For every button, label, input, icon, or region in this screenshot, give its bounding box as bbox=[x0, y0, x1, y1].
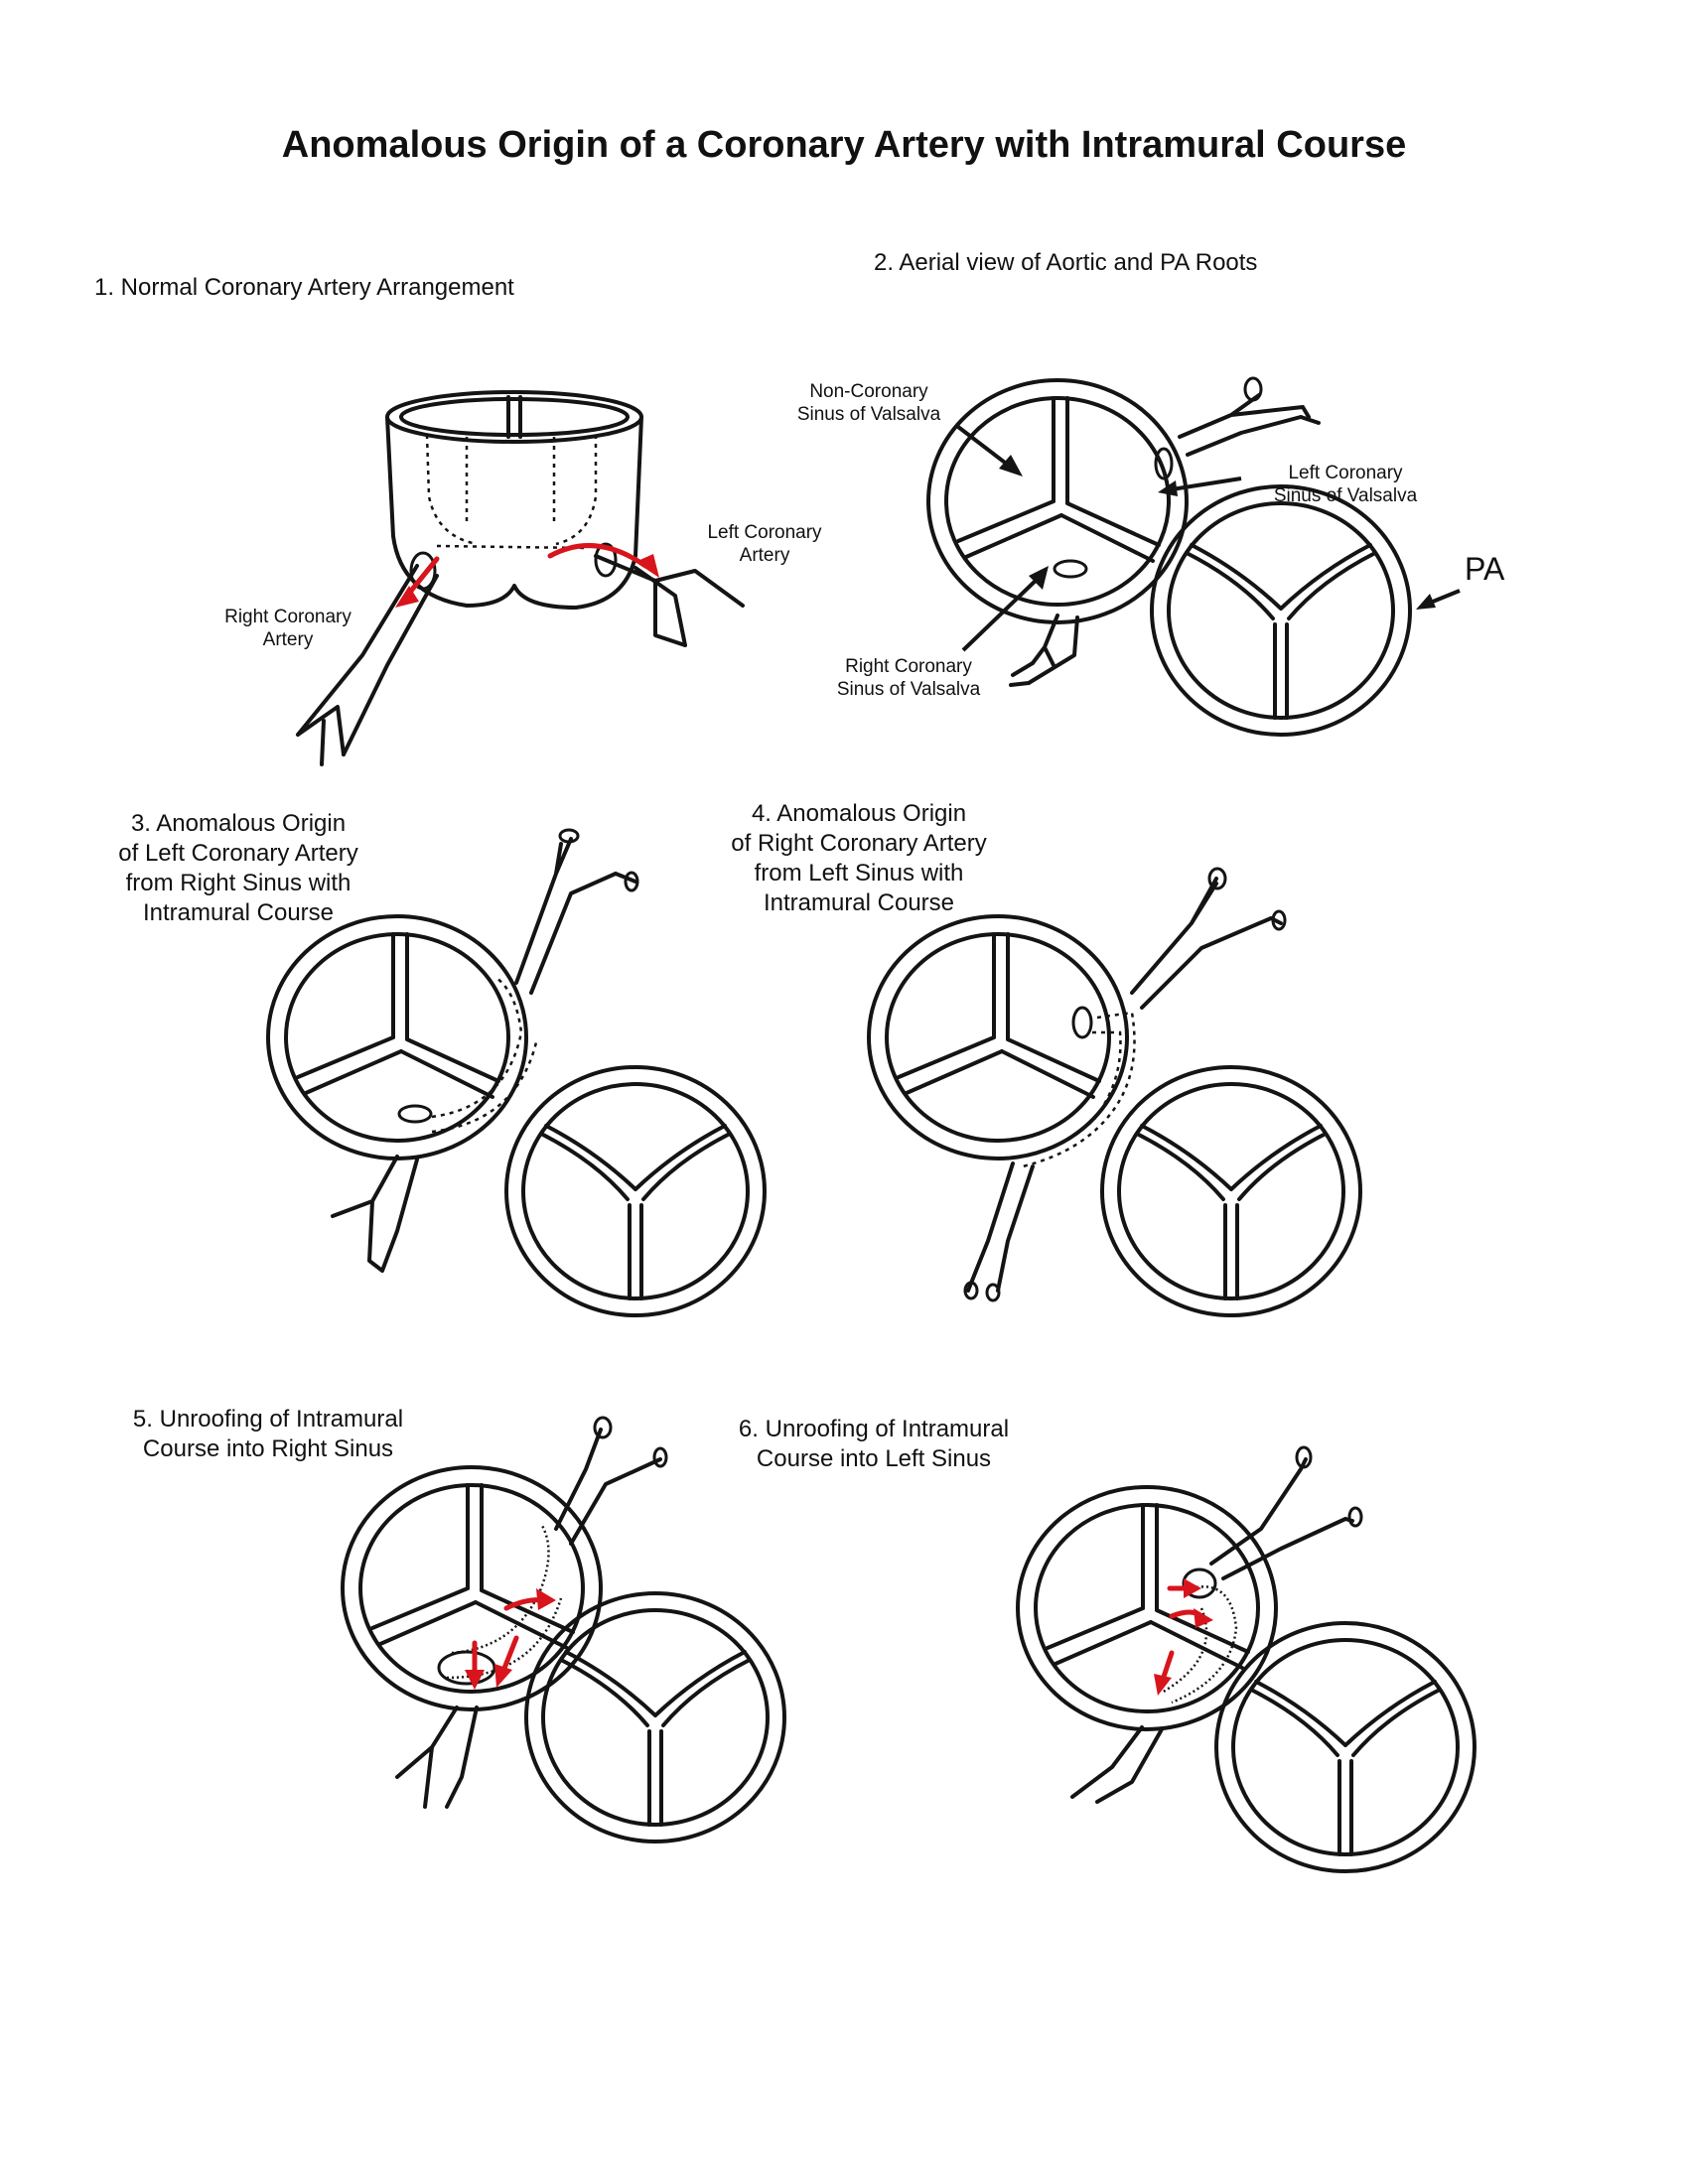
panel-3-caption: 3. Anomalous Origin of Left Coronary Art… bbox=[118, 810, 358, 926]
panel-6-unroofing-left bbox=[1016, 1445, 1477, 1873]
panel-4-caption: 4. Anomalous Origin of Right Coronary Ar… bbox=[731, 800, 987, 916]
pa-label: PA bbox=[1465, 551, 1505, 587]
right-coronary-artery-label: Right Coronary Artery bbox=[224, 607, 352, 650]
left-coronary-artery-label: Left Coronary Artery bbox=[707, 522, 822, 566]
left-coronary-sinus-label: Left Coronary Sinus of Valsalva bbox=[1273, 463, 1418, 506]
non-coronary-sinus-label: Non-Coronary Sinus of Valsalva bbox=[796, 381, 941, 425]
panel-2-caption: 2. Aerial view of Aortic and PA Roots bbox=[874, 249, 1258, 276]
panel-3-anomalous-left bbox=[266, 828, 767, 1317]
panel-1-caption: 1. Normal Coronary Artery Arrangement bbox=[94, 274, 514, 301]
panel-5-unroofing-right bbox=[341, 1416, 786, 1843]
right-coronary-sinus-label: Right Coronary Sinus of Valsalva bbox=[836, 656, 981, 700]
page-title: Anomalous Origin of a Coronary Artery wi… bbox=[281, 124, 1407, 166]
panel-4-anomalous-right bbox=[867, 867, 1362, 1317]
panel-1-aortic-root bbox=[296, 390, 745, 766]
panel-5-caption: 5. Unroofing of Intramural Course into R… bbox=[132, 1406, 404, 1462]
panel-2-aerial-view bbox=[926, 376, 1461, 737]
panel-6-caption: 6. Unroofing of Intramural Course into L… bbox=[738, 1416, 1010, 1472]
